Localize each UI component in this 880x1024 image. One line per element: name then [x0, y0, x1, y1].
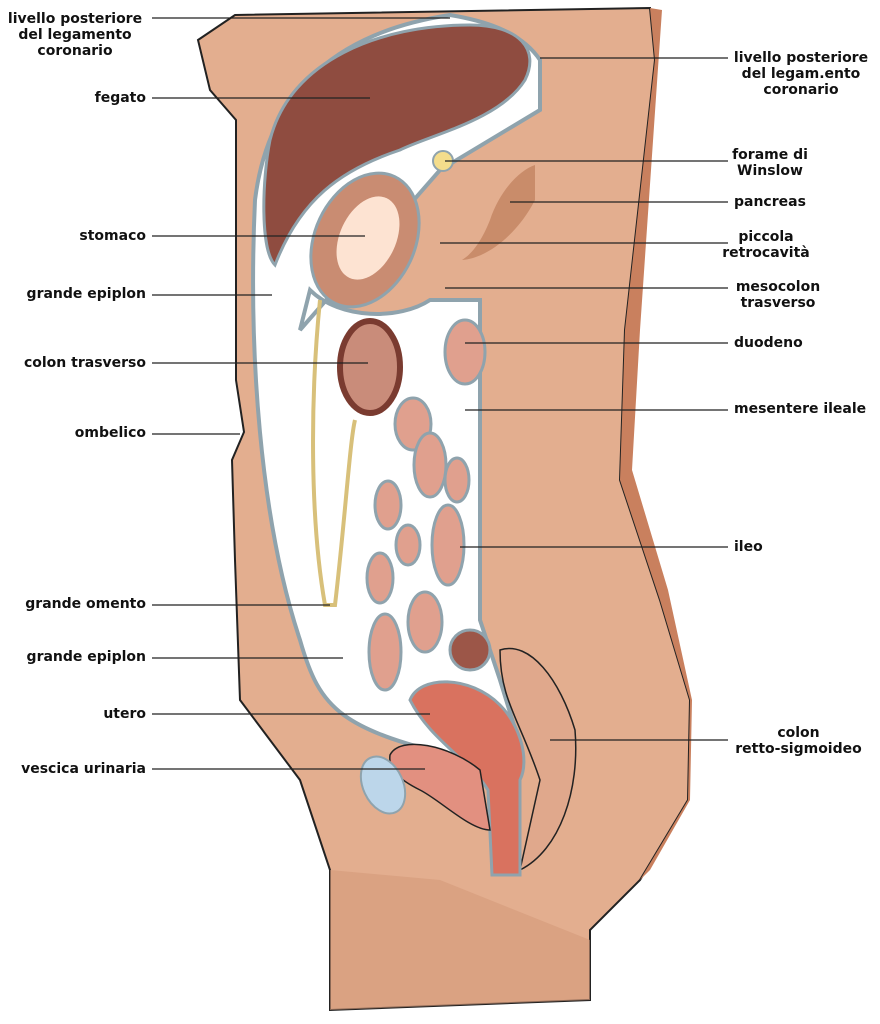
label-grande-epiplon-lower: grande epiplon	[26, 649, 146, 665]
transverse-colon	[337, 318, 403, 416]
label-vescica-urinaria: vescica urinaria	[21, 761, 146, 777]
liver	[262, 23, 532, 268]
uterus	[408, 680, 526, 877]
label-posterior-coronary-ligament-left: livello posteriore del legamento coronar…	[7, 11, 143, 59]
buttock-shade	[330, 870, 590, 1010]
label-stomaco: stomaco	[79, 228, 146, 244]
pancreas	[462, 165, 535, 260]
label-piccola-retrocavita: piccola retrocavità	[722, 229, 810, 261]
label-ombelico: ombelico	[74, 425, 146, 441]
sigmoid-colon	[499, 647, 577, 872]
label-utero: utero	[103, 706, 146, 722]
leader-lines	[152, 17, 728, 770]
label-grande-omento: grande omento	[25, 596, 146, 612]
label-forame-winslow: forame di Winslow	[732, 147, 808, 179]
bladder	[359, 755, 407, 815]
label-fegato: fegato	[94, 90, 146, 106]
label-ileo: ileo	[734, 539, 763, 555]
duodenum	[443, 318, 487, 386]
label-posterior-coronary-ligament-right: livello posteriore del legam.ento corona…	[733, 50, 869, 98]
label-duodeno: duodeno	[734, 335, 803, 351]
ileum-loops	[365, 396, 471, 692]
label-colon-retto-sigmoideo: colon retto-sigmoideo	[735, 725, 862, 757]
rectum-section	[448, 628, 492, 672]
label-grande-epiplon-upper: grande epiplon	[26, 286, 146, 302]
label-mesentere-ileale: mesentere ileale	[734, 401, 867, 417]
back-shade	[620, 8, 692, 880]
label-pancreas: pancreas	[734, 194, 806, 210]
greater-omentum	[311, 299, 357, 607]
label-colon-trasverso: colon trasverso	[23, 355, 146, 371]
label-mesocolon-trasverso: mesocolon trasverso	[735, 279, 821, 311]
